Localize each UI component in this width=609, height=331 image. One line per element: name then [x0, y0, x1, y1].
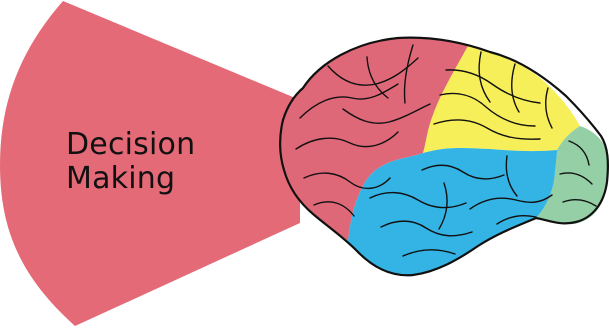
- label-line-decision: Decision: [66, 127, 196, 162]
- brain-folds: [295, 44, 597, 257]
- parietal-lobe: [423, 46, 580, 153]
- brain-group: [279, 36, 609, 277]
- frontal-lobe: [280, 37, 468, 241]
- occipital-lobe: [536, 126, 608, 225]
- label-line-making: Making: [66, 161, 176, 196]
- temporal-lobe: [348, 147, 557, 276]
- focus-beam: [0, 1, 300, 326]
- brain-outline: [279, 36, 609, 277]
- decision-making-label: Decision Making: [66, 128, 195, 196]
